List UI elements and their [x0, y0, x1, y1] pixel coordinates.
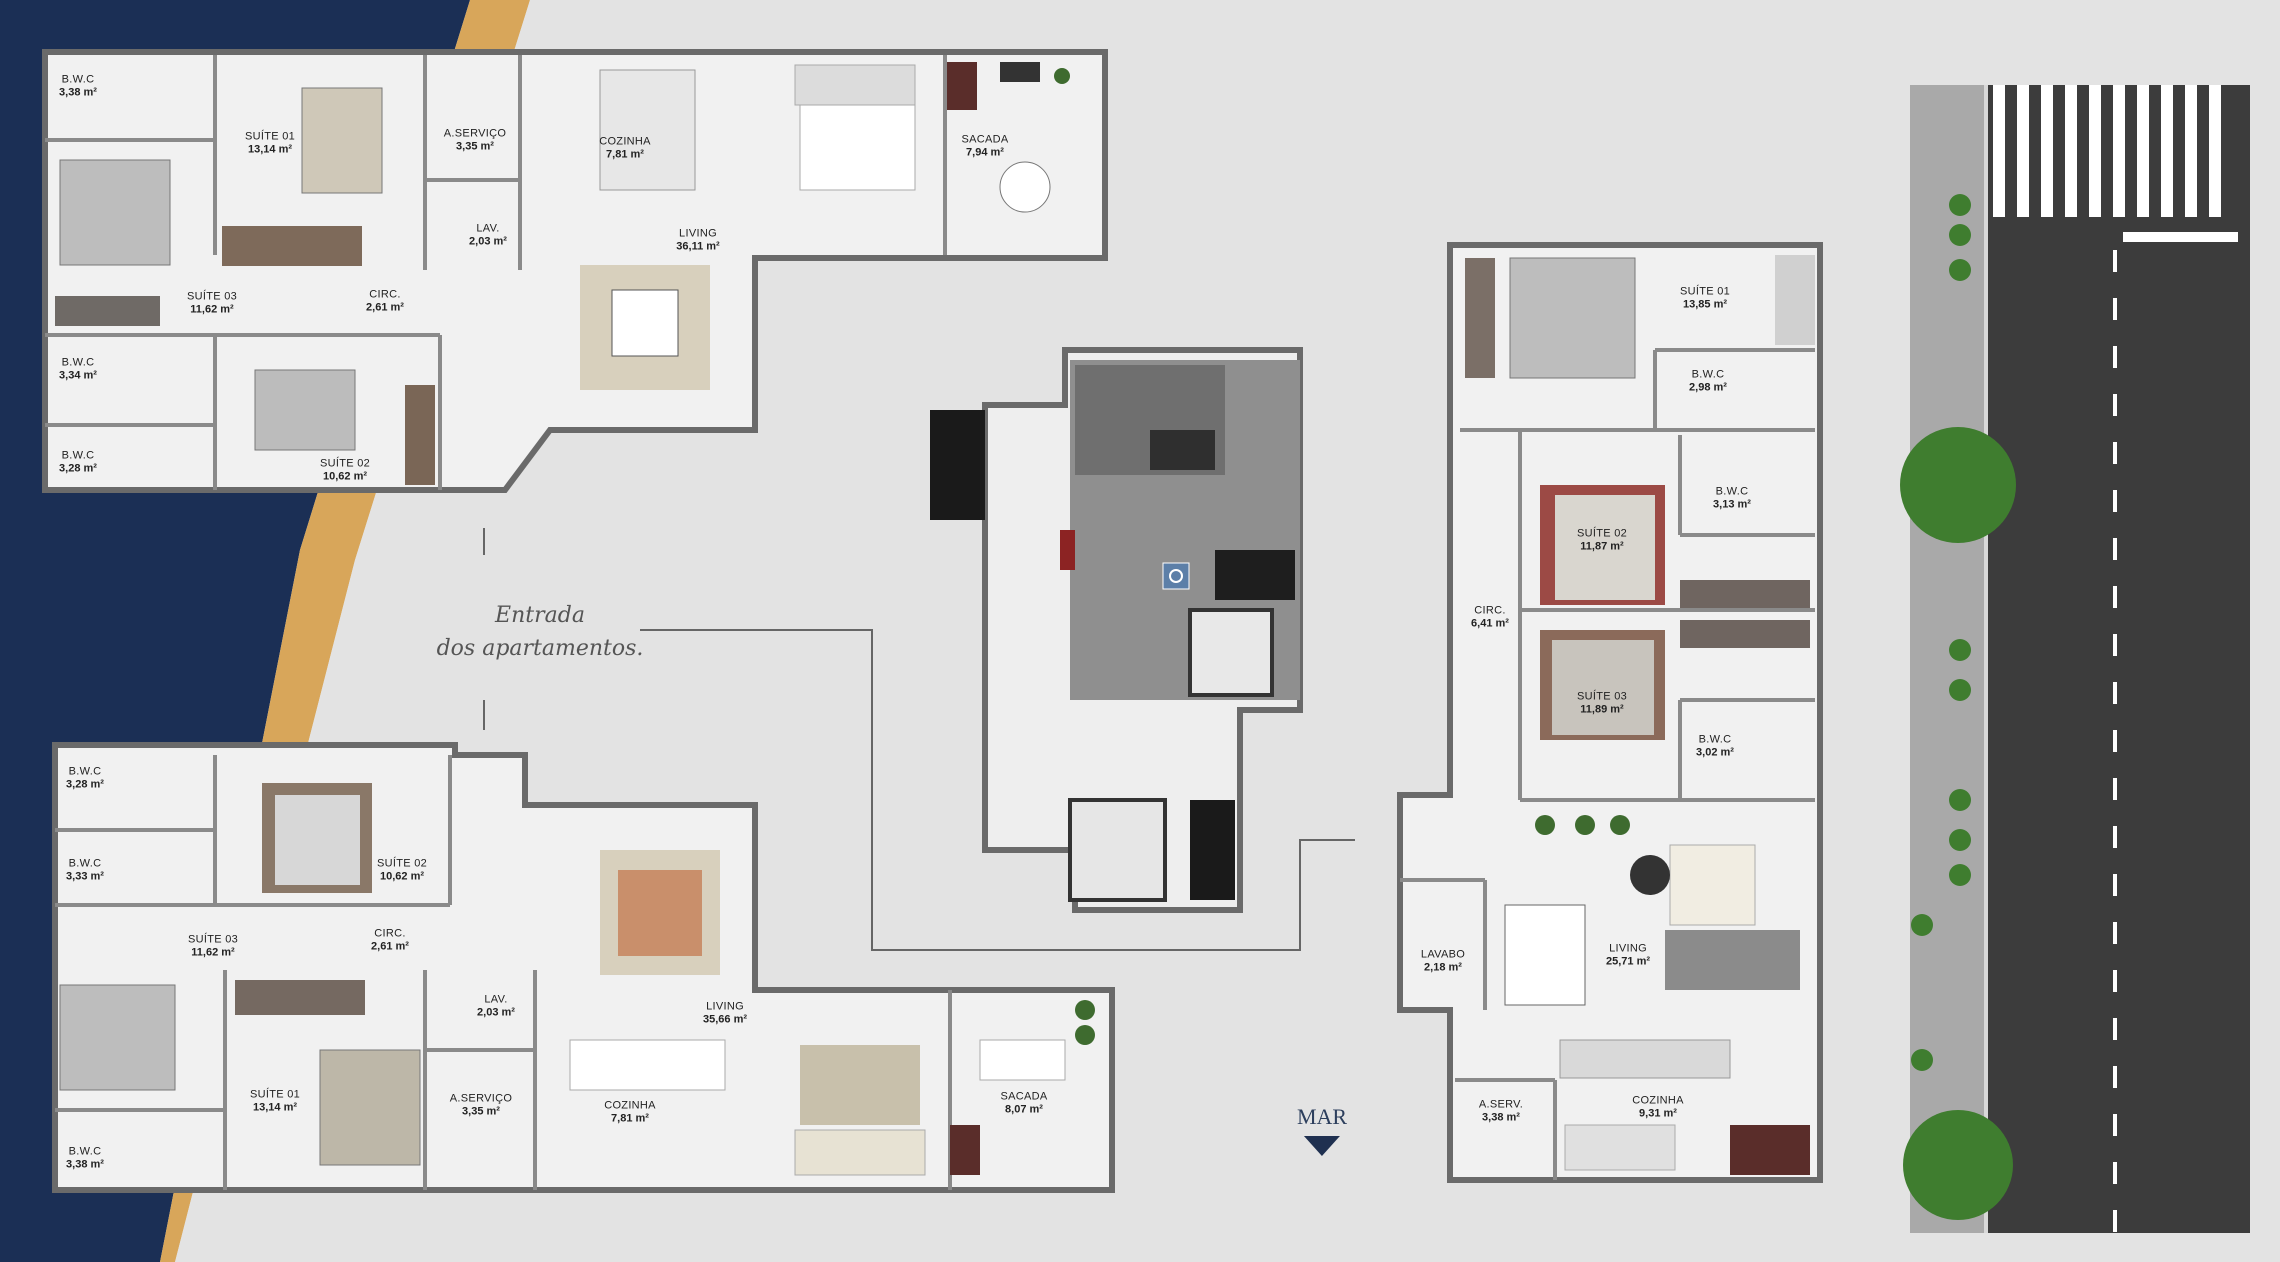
- street: [1900, 85, 2250, 1233]
- room-label-r-aserv: A.SERV.3,38 m²: [1478, 1098, 1524, 1123]
- sea-direction: MAR: [1297, 1104, 1347, 1156]
- accessibility-icon: [1169, 569, 1183, 583]
- guide-lines: [483, 528, 1355, 951]
- compass-arrow-icon: [1304, 1136, 1340, 1156]
- building-core: [930, 347, 1303, 913]
- room-label-tl-lav: LAV.2,03 m²: [469, 222, 507, 247]
- apartment-bottom-left: [52, 742, 1115, 1193]
- room-label-bl-circ: CIRC.2,61 m²: [371, 927, 409, 952]
- room-label-r-circ: CIRC.6,41 m²: [1471, 604, 1509, 629]
- entrance-line-1: Entrada: [495, 603, 585, 628]
- room-label-bl-lav: LAV.2,03 m²: [477, 993, 515, 1018]
- sea-label: MAR: [1296, 1104, 1348, 1129]
- apartment-right: [1397, 242, 1823, 1183]
- entrance-caption: Entrada dos apartamentos.: [437, 599, 644, 665]
- entrance-line-2: dos apartamentos.: [436, 636, 644, 661]
- apartment-top-left: [42, 49, 1108, 493]
- room-label-tl-circ: CIRC.2,61 m²: [366, 288, 404, 313]
- crosswalk-icon: [1993, 85, 2238, 242]
- tree-icon: [1900, 194, 2016, 1220]
